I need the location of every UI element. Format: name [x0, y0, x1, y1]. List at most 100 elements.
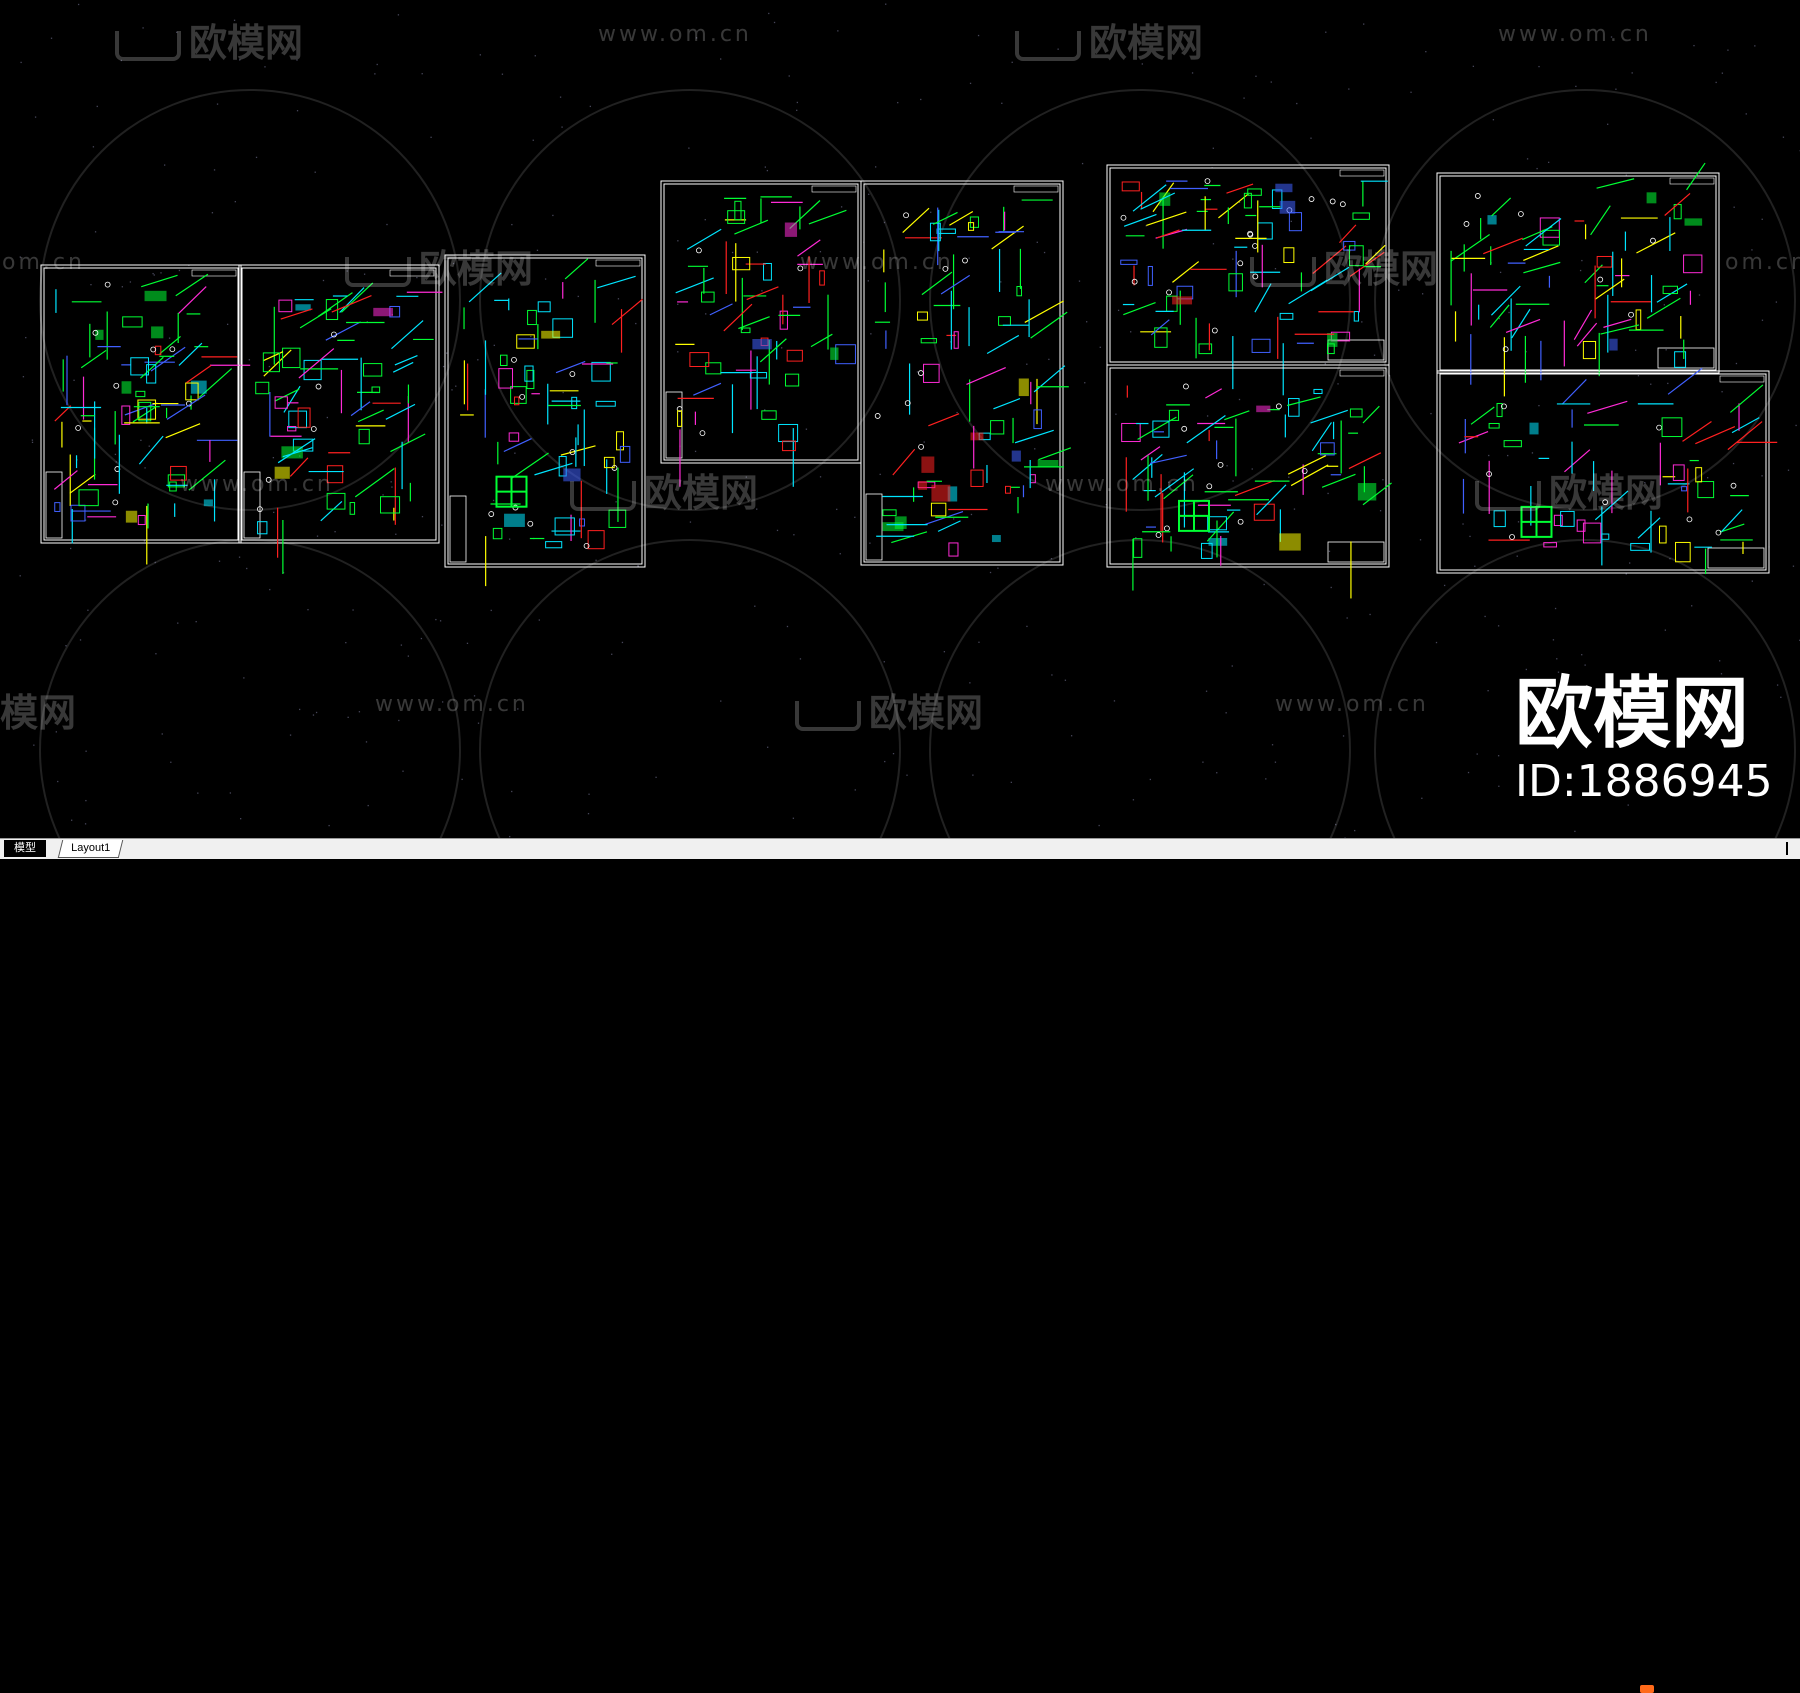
noise-dot	[1638, 375, 1639, 376]
noise-dot	[635, 323, 636, 324]
noise-dot	[359, 711, 360, 712]
noise-dot	[442, 701, 443, 702]
noise-dot	[352, 609, 353, 610]
noise-dot	[477, 359, 478, 360]
noise-dot	[767, 747, 768, 748]
noise-dot	[868, 194, 869, 195]
noise-dot	[1493, 119, 1494, 120]
noise-dot	[1264, 584, 1265, 585]
noise-dot	[588, 813, 589, 814]
drawing-sheet[interactable]	[1437, 368, 1777, 574]
noise-dot	[793, 534, 794, 535]
drawing-sheet[interactable]	[1107, 165, 1389, 395]
noise-dot	[1421, 798, 1422, 799]
noise-dot	[1239, 399, 1240, 400]
noise-dot	[841, 206, 842, 207]
noise-dot	[854, 517, 855, 518]
noise-dot	[35, 116, 36, 117]
noise-dot	[1382, 479, 1383, 480]
noise-dot	[313, 714, 314, 715]
noise-dot	[1001, 103, 1002, 104]
noise-dot	[474, 695, 475, 696]
drawing-sheet[interactable]	[445, 255, 645, 586]
drawing-sheet[interactable]	[41, 265, 250, 564]
cad-model-space[interactable]: 欧模网 www.om.cn 欧模网 www.om.cn om.cn 欧模网 ww…	[0, 0, 1800, 838]
noise-dot	[1574, 831, 1575, 832]
noise-dot	[366, 741, 367, 742]
scroll-handle[interactable]	[1786, 842, 1798, 855]
noise-dot	[121, 60, 122, 61]
noise-dot	[154, 274, 155, 275]
noise-dot	[80, 639, 81, 640]
noise-dot	[1734, 207, 1735, 208]
noise-dot	[1580, 270, 1581, 271]
drawing-sheet[interactable]	[1437, 163, 1719, 396]
watermark-circle	[480, 540, 900, 838]
noise-dot	[1348, 88, 1349, 89]
noise-dot	[155, 562, 156, 563]
noise-dot	[176, 32, 177, 33]
noise-dot	[820, 476, 821, 477]
noise-dot	[130, 281, 131, 282]
noise-dot	[1425, 51, 1426, 52]
noise-dot	[514, 453, 515, 454]
noise-dot	[408, 655, 409, 656]
noise-dot	[885, 4, 886, 5]
noise-dot	[1788, 470, 1789, 471]
noise-dot	[1380, 510, 1381, 511]
noise-dot	[836, 509, 837, 510]
noise-dot	[398, 14, 399, 15]
noise-dot	[1555, 608, 1556, 609]
noise-dot	[1325, 363, 1326, 364]
noise-dot	[348, 717, 349, 718]
noise-dot	[705, 313, 706, 314]
noise-dot	[70, 548, 71, 549]
noise-dot	[401, 644, 402, 645]
noise-dot	[884, 222, 885, 223]
noise-dot	[757, 252, 758, 253]
noise-dot	[334, 531, 335, 532]
noise-dot	[1762, 219, 1763, 220]
noise-dot	[1699, 294, 1700, 295]
noise-dot	[377, 64, 378, 65]
noise-dot	[57, 781, 58, 782]
noise-dot	[1430, 413, 1431, 414]
noise-dot	[20, 256, 21, 257]
drawing-sheet[interactable]	[239, 265, 442, 574]
drawing-sheet[interactable]	[1107, 365, 1392, 598]
drawing-sheet[interactable]	[661, 181, 861, 487]
noise-dot	[840, 553, 841, 554]
noise-dot	[1044, 252, 1045, 253]
noise-dot	[1581, 654, 1582, 655]
tab-model[interactable]: 模型	[4, 840, 46, 857]
noise-dot	[511, 224, 512, 225]
noise-dot	[480, 54, 481, 55]
noise-dot	[290, 734, 291, 735]
noise-dot	[1584, 664, 1585, 665]
noise-dot	[893, 753, 894, 754]
noise-dot	[177, 622, 178, 623]
noise-dot	[774, 22, 775, 23]
noise-dot	[1026, 364, 1027, 365]
noise-dot	[1752, 581, 1753, 582]
noise-dot	[95, 231, 96, 232]
noise-dot	[327, 417, 328, 418]
noise-dot	[196, 621, 197, 622]
noise-dot	[1291, 221, 1292, 222]
noise-dot	[1498, 755, 1499, 756]
noise-dot	[1084, 382, 1085, 383]
noise-dot	[1632, 72, 1633, 73]
noise-dot	[1538, 66, 1539, 67]
noise-dot	[720, 700, 721, 701]
noise-dot	[875, 166, 876, 167]
noise-dot	[85, 800, 86, 801]
noise-dot	[1626, 573, 1627, 574]
noise-dot	[315, 172, 316, 173]
noise-dot	[239, 59, 240, 60]
noise-dot	[1666, 349, 1667, 350]
drawing-sheet[interactable]	[861, 181, 1071, 565]
noise-dot	[924, 441, 925, 442]
noise-dot	[273, 457, 274, 458]
tab-layout1[interactable]: Layout1	[58, 840, 124, 858]
noise-dot	[65, 645, 66, 646]
